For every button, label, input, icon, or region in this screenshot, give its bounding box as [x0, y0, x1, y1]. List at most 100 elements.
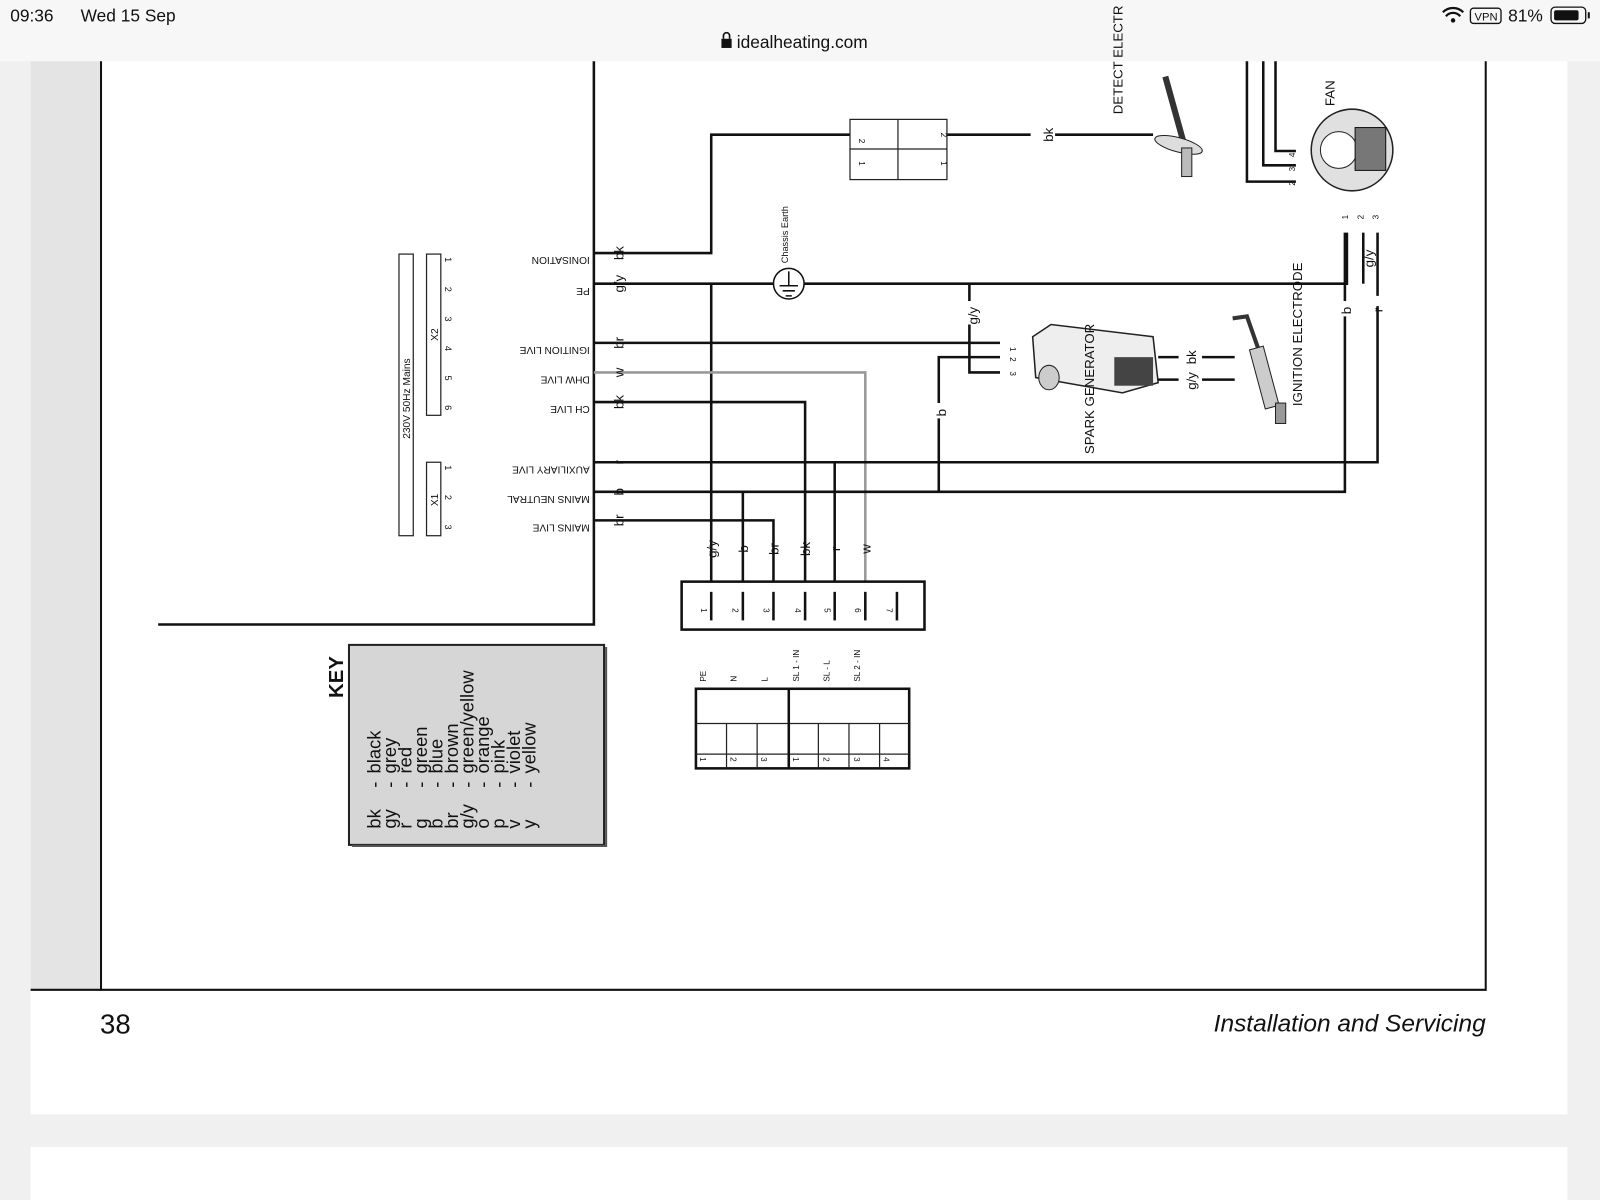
pin-label: 3 [443, 316, 453, 321]
terminal-header: SL - L [823, 660, 832, 682]
terminal-block [694, 687, 911, 770]
terminal-label: IONISATION [532, 254, 590, 265]
detection-wire-label: bk [1041, 127, 1056, 141]
pin-label: 3 [1288, 166, 1297, 171]
key-dash: - [395, 782, 416, 788]
pin-label: 3 [852, 757, 861, 762]
key-color-name: orange [472, 716, 493, 773]
wire-color-label: bk [611, 246, 626, 260]
wire-color-label: g/y [611, 274, 626, 292]
wire-color-label: bk [798, 542, 813, 556]
pin-label: 1 [1341, 214, 1350, 219]
terminal-header: PE [699, 670, 708, 681]
detection-electrode-label: DETECT ELECTR [1110, 6, 1125, 115]
fan-wire-r: r [1371, 307, 1386, 312]
pin-label: 3 [1008, 371, 1017, 376]
pin-label: 5 [443, 376, 453, 381]
wire-color-label: bk [611, 395, 626, 409]
key-legend: KEY bk-blackgy-greyr-redg-greenb-bluebr-… [326, 643, 608, 847]
pin-label: 2 [443, 495, 453, 500]
terminal-label: AUXILIARY LIVE [512, 463, 590, 474]
key-code: b [426, 818, 447, 828]
battery-icon [1550, 6, 1590, 25]
terminal-label: MAINS LIVE [532, 521, 589, 532]
pin-label: 2 [443, 287, 453, 292]
wire-color-label: w [611, 367, 626, 378]
pin-label: 1 [443, 465, 453, 470]
vpn-label: VPN [1474, 11, 1497, 23]
pin-label: 4 [793, 608, 802, 613]
key-dash: - [472, 782, 493, 788]
pin-label: 1 [857, 161, 866, 166]
key-code: r [395, 822, 416, 828]
key-color-name: blue [426, 739, 447, 774]
wire-color-label: b [736, 545, 751, 552]
key-code: br [441, 812, 462, 828]
terminal-label: PE [576, 285, 590, 296]
x2-strip [425, 253, 442, 416]
spark-wire-b: b [934, 409, 949, 416]
wire-color-label: r [828, 546, 843, 551]
x2-label: X2 [430, 328, 441, 341]
key-dash: - [519, 782, 540, 788]
url-text[interactable]: idealheating.com [737, 32, 868, 52]
spark-generator-icon [1031, 323, 1159, 394]
pin-label: 5 [822, 608, 831, 613]
browser-bar [0, 0, 1600, 62]
key-code: o [472, 818, 493, 828]
terminal-header: N [730, 676, 739, 682]
terminal-header: SL 2 - IN [853, 650, 862, 682]
pin-label: 2 [1356, 214, 1365, 219]
page-number: 38 [100, 1009, 131, 1040]
key-code: v [503, 819, 524, 829]
key-color-name: violet [503, 731, 524, 774]
lock-icon [721, 31, 732, 48]
key-color-name: grey [379, 737, 400, 774]
key-dash: - [364, 782, 385, 788]
wire-color-label: b [611, 488, 626, 495]
terminal-label: IGNITION LIVE [519, 344, 589, 355]
chassis-earth-label: Chassis Earth [780, 206, 790, 263]
key-color-name: green [410, 727, 431, 774]
key-code: p [488, 818, 509, 828]
key-color-name: red [395, 747, 416, 774]
bottom-connector [680, 580, 926, 631]
ignition-electrode-icon [1232, 314, 1287, 424]
pin-label: 1 [1008, 347, 1017, 352]
key-dash: - [441, 782, 462, 788]
key-color-name: yellow [519, 722, 540, 774]
mains-strip [398, 253, 414, 537]
vpn-badge [1469, 7, 1502, 25]
x1-strip [425, 461, 442, 537]
terminal-label: MAINS NEUTRAL [507, 493, 590, 504]
wifi-icon [1442, 6, 1465, 23]
status-date: Wed 15 Sep [81, 5, 176, 25]
key-color-name: green/yellow [457, 670, 478, 774]
pin-label: 3 [761, 608, 770, 613]
pin-label: 4 [882, 757, 891, 762]
pin-label: 2 [939, 133, 948, 138]
fan-label: FAN [1323, 80, 1338, 106]
x1-label: X1 [430, 493, 441, 506]
page-margin [30, 61, 102, 990]
mains-label: 230V 50Hz Mains [402, 358, 413, 438]
pin-label: 1 [699, 608, 708, 613]
key-dash: - [426, 782, 447, 788]
pin-label: 3 [759, 757, 768, 762]
key-code: bk [364, 808, 385, 828]
terminal-label: CH LIVE [550, 403, 590, 414]
wiring-diagram: 230V 50Hz Mains X2 X1 bk 2 1 2 1 DETECT … [158, 6, 1394, 770]
ignition-wire-bk: bk [1184, 350, 1199, 364]
pin-label: 2 [1288, 181, 1297, 186]
document-page [30, 61, 1568, 1115]
key-dash: - [457, 782, 478, 788]
spark-wire-gy: g/y [966, 306, 981, 324]
key-dash: - [488, 782, 509, 788]
pin-label: 2 [857, 139, 866, 144]
pin-label: 4 [1288, 152, 1297, 157]
pin-label: 1 [443, 257, 453, 262]
pin-label: 3 [1372, 214, 1381, 219]
pin-label: 1 [698, 757, 707, 762]
key-dash: - [379, 782, 400, 788]
